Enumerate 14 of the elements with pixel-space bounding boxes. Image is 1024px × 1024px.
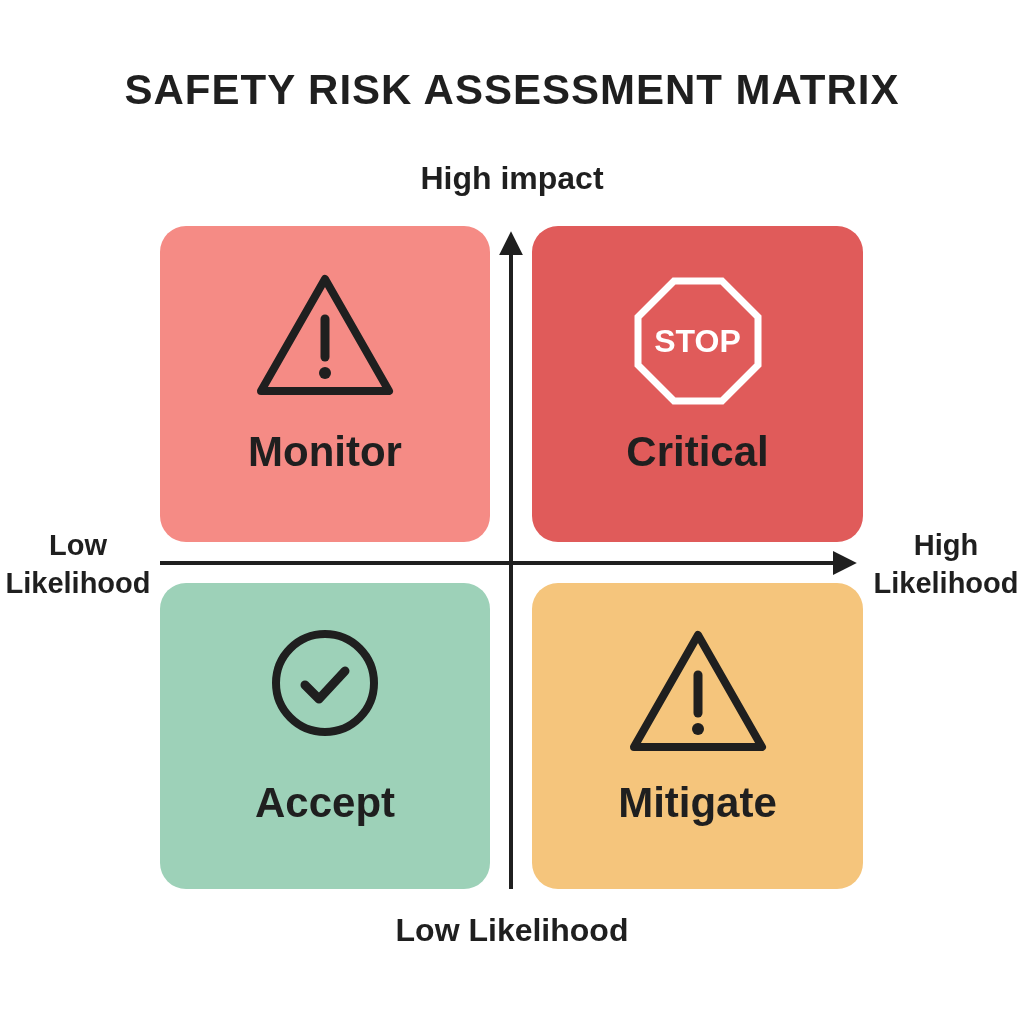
quadrant-label: Critical (625, 428, 770, 477)
quadrant-label: Mitigate (617, 778, 778, 827)
axis-label: High impact (419, 160, 605, 197)
axis-label: High Likelihood (872, 528, 1020, 601)
quadrant-card (160, 583, 490, 889)
quadrant-label: Accept (253, 778, 397, 827)
title: SAFETY RISK ASSESSMENT MATRIX (123, 66, 901, 114)
axis-label: Low Likelihood (4, 528, 152, 601)
sign-text: STOP (653, 323, 742, 358)
quadrant-card (532, 226, 863, 542)
axis-label: Low Likelihood (394, 912, 630, 949)
quadrant-card (160, 226, 490, 542)
quadrant-card (532, 583, 863, 889)
quadrant-label: Monitor (247, 428, 403, 477)
